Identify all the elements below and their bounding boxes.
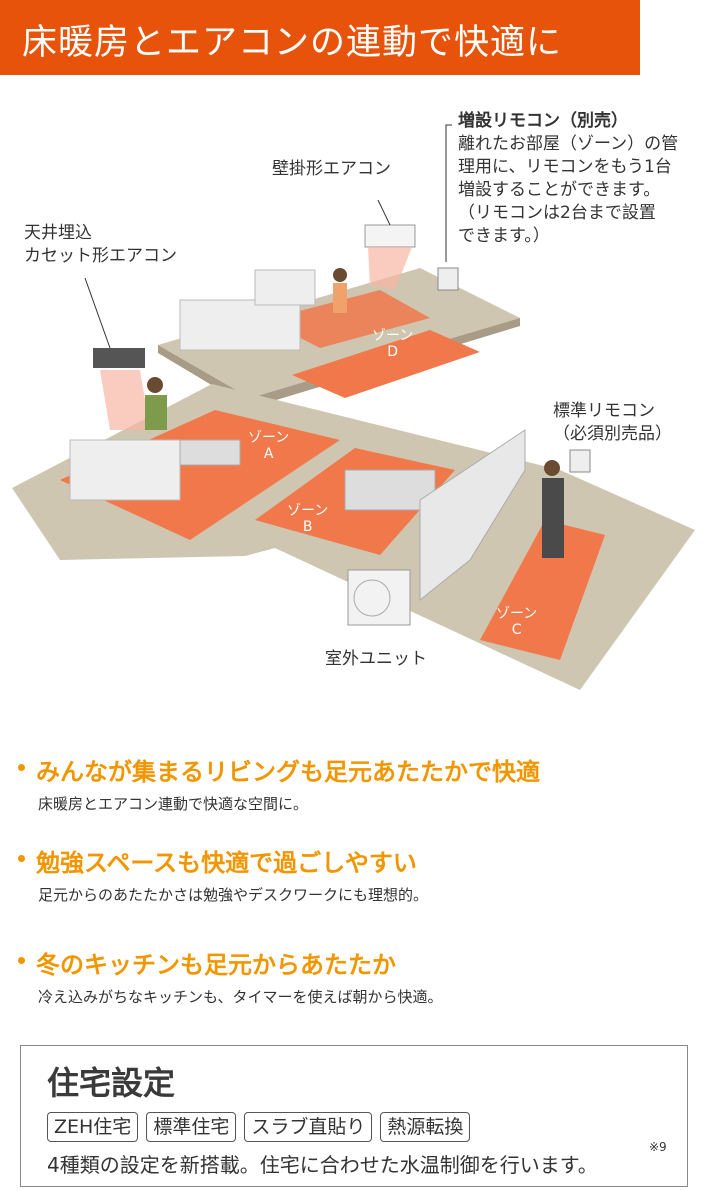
extra-remote [437,267,459,291]
tag-heat-source: 熱源転換 [380,1112,471,1142]
wall-ac-label: 壁掛形エアコン [272,159,391,179]
feature-living: みんなが集まるリビングも足元あたたかで快適 床暖房とエアコン連動で快適な空間に。 [18,752,540,814]
bullet-icon [18,855,25,862]
header-banner: 床暖房とエアコンの連動で快適に [0,0,640,75]
outdoor-unit [347,569,411,626]
extra-remote-label: 増設リモコン（別売） 離れたお部屋（ゾーン）の管 理用に、リモコンをもう1台 増… [458,111,679,246]
tag-slab: スラブ直貼り [244,1112,373,1142]
tag-standard: 標準住宅 [146,1112,237,1142]
footnote-ref: ※9 [649,1140,667,1154]
feature-kitchen: 冬のキッチンも足元からあたたか 冷え込みがちなキッチンも、タイマーを使えば朝から… [18,945,443,1007]
outdoor-unit-label: 室外ユニット [325,649,427,669]
housing-settings-box: 住宅設定 ZEH住宅 標準住宅 スラブ直貼り 熱源転換 4種類の設定を新搭載。住… [20,1045,688,1187]
bullet-icon [18,764,25,771]
wall-ac-airflow [368,247,412,290]
feature-study: 勉強スペースも快適で過ごしやすい 足元からのあたたかさは勉強やデスクワークにも理… [18,843,428,905]
zone-a-floor [60,410,340,540]
wall-ac [364,224,416,248]
zone-c-floor [480,520,605,660]
desk [254,269,316,306]
sofa [69,439,181,501]
standard-remote-label: 標準リモコン （必須別売品） [553,401,672,444]
ceiling-ac-label: 天井埋込 カセット形エアコン [24,223,177,266]
settings-desc: 4種類の設定を新搭載。住宅に合わせた水温制御を行います。 [47,1153,598,1177]
ceiling-ac [93,348,145,368]
standard-remote [569,449,591,473]
settings-tags: ZEH住宅 標準住宅 スラブ直貼り 熱源転換 [47,1112,471,1142]
kitchen-counter [419,429,526,602]
zone-d-floor [292,330,480,398]
bed [179,299,301,351]
table [179,439,241,466]
page-title: 床暖房とエアコンの連動で快適に [22,23,563,63]
ceiling-ac-airflow [100,370,150,430]
bullet-icon [18,957,25,964]
tag-zeh: ZEH住宅 [47,1112,139,1142]
settings-title: 住宅設定 [47,1064,176,1102]
zone-d-floor-2 [265,290,430,348]
floor-plan-illustration [12,124,695,690]
